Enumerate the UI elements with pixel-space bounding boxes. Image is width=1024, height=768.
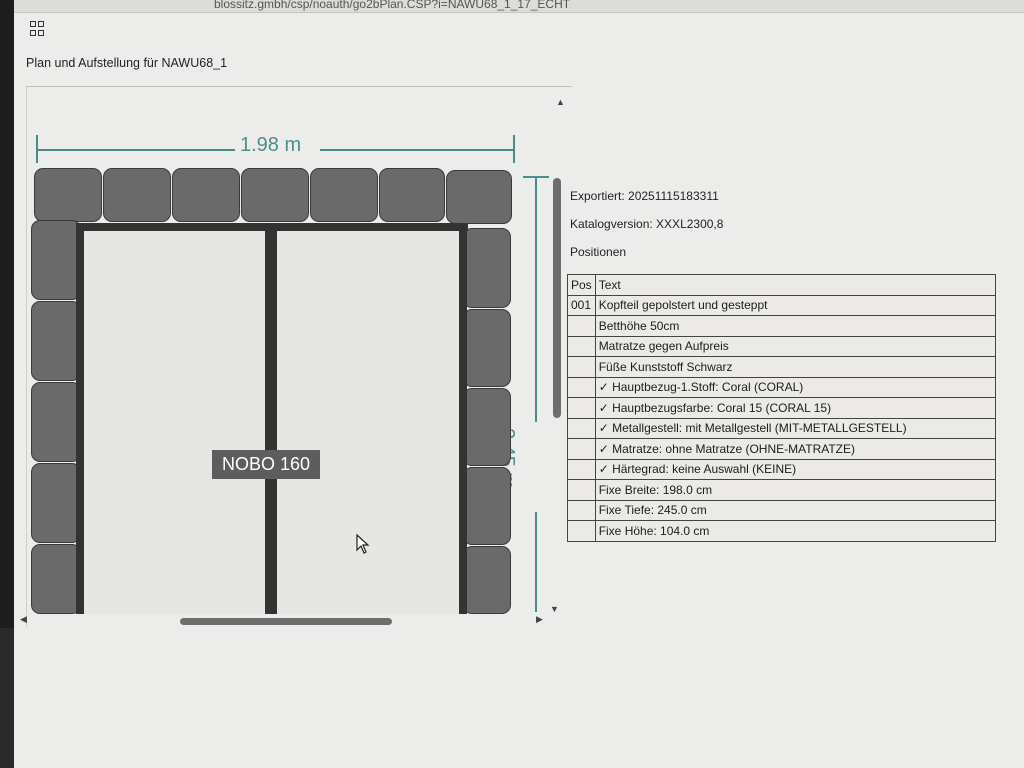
row-text: ✓ Metallgestell: mit Metallgestell (MIT-… — [594, 417, 996, 439]
mouse-cursor-icon — [356, 534, 370, 554]
width-dimension-tick-left — [36, 135, 38, 163]
headboard-cushion — [446, 170, 512, 224]
scroll-down-arrow-icon[interactable]: ▼ — [550, 604, 559, 614]
apps-grid-icon[interactable] — [30, 21, 46, 37]
row-pos — [567, 397, 596, 419]
scroll-left-arrow-icon[interactable]: ◀ — [20, 614, 27, 624]
column-header-text: Text — [594, 274, 996, 296]
row-text: Füße Kunststoff Schwarz — [594, 356, 996, 378]
row-text: ✓ Hauptbezugsfarbe: Coral 15 (CORAL 15) — [594, 397, 996, 419]
row-pos — [567, 315, 596, 337]
side-cushion-left — [31, 544, 81, 614]
side-cushion-right — [463, 546, 511, 614]
table-row: Matratze gegen Aufpreis — [567, 335, 996, 357]
positions-table: Pos Text 001 Kopfteil gepolstert und ges… — [567, 274, 996, 542]
side-cushion-left — [31, 463, 81, 543]
screen-bezel-corner — [0, 628, 14, 768]
row-pos — [567, 458, 596, 480]
catalog-version: Katalogversion: XXXL2300,8 — [570, 217, 724, 231]
table-row: ✓ Härtegrad: keine Auswahl (KEINE) — [567, 458, 996, 480]
width-dimension-line-right — [320, 149, 514, 151]
side-cushion-right — [463, 228, 511, 308]
row-pos — [567, 520, 596, 542]
row-pos — [567, 335, 596, 357]
scroll-right-arrow-icon[interactable]: ▶ — [536, 614, 543, 624]
side-cushion-left — [31, 382, 81, 462]
row-text: Matratze gegen Aufpreis — [594, 335, 996, 357]
bed-frame-right — [459, 228, 467, 614]
table-row: ✓ Matratze: ohne Matratze (OHNE-MATRATZE… — [567, 438, 996, 460]
row-text: Fixe Höhe: 104.0 cm — [594, 520, 996, 542]
headboard-cushion — [241, 168, 309, 222]
headboard-cushion — [172, 168, 240, 222]
table-row: Füße Kunststoff Schwarz — [567, 356, 996, 378]
depth-dimension-line-top — [535, 176, 537, 422]
table-row: ✓ Hauptbezug-1.Stoff: Coral (CORAL) — [567, 376, 996, 398]
width-dimension-label: 1.98 m — [240, 134, 302, 156]
positions-heading: Positionen — [570, 245, 627, 259]
row-text: ✓ Matratze: ohne Matratze (OHNE-MATRATZE… — [594, 438, 996, 460]
row-text: Fixe Tiefe: 245.0 cm — [594, 499, 996, 521]
side-cushion-left — [31, 220, 81, 300]
table-row: ✓ Metallgestell: mit Metallgestell (MIT-… — [567, 417, 996, 439]
row-text: ✓ Hauptbezug-1.Stoff: Coral (CORAL) — [594, 376, 996, 398]
row-pos: 001 — [567, 294, 596, 316]
bed-frame-left — [76, 223, 84, 614]
headboard-cushion — [103, 168, 171, 222]
side-cushion-right — [463, 467, 511, 545]
side-cushion-left — [31, 301, 81, 381]
table-row: 001 Kopfteil gepolstert und gesteppt — [567, 294, 996, 316]
row-text: ✓ Härtegrad: keine Auswahl (KEINE) — [594, 458, 996, 480]
row-pos — [567, 417, 596, 439]
row-pos — [567, 479, 596, 501]
plan-viewport — [26, 86, 572, 627]
table-row: Fixe Höhe: 104.0 cm — [567, 520, 996, 542]
table-row: Fixe Tiefe: 245.0 cm — [567, 499, 996, 521]
table-header-row: Pos Text — [567, 274, 996, 296]
row-text: Kopfteil gepolstert und gesteppt — [594, 294, 996, 316]
horizontal-scrollbar-thumb[interactable] — [180, 618, 392, 625]
vertical-scrollbar-thumb[interactable] — [553, 178, 561, 418]
side-cushion-right — [463, 309, 511, 387]
model-label: NOBO 160 — [212, 450, 321, 479]
side-cushion-right — [463, 388, 511, 466]
bed-frame-center — [265, 228, 277, 614]
row-pos — [567, 376, 596, 398]
scroll-up-arrow-icon[interactable]: ▲ — [556, 97, 565, 107]
headboard-cushion — [379, 168, 445, 222]
table-row: ✓ Hauptbezugsfarbe: Coral 15 (CORAL 15) — [567, 397, 996, 419]
row-text: Fixe Breite: 198.0 cm — [594, 479, 996, 501]
row-pos — [567, 356, 596, 378]
headboard-cushion — [34, 168, 102, 222]
address-url[interactable]: blossitz.gmbh/csp/noauth/go2bPlan.CSP?i=… — [214, 0, 571, 11]
table-row: Fixe Breite: 198.0 cm — [567, 479, 996, 501]
screen-bezel-left — [0, 0, 14, 768]
row-text: Betthöhe 50cm — [594, 315, 996, 337]
export-timestamp: Exportiert: 20251115183311 — [570, 189, 719, 203]
bed-frame-top — [76, 223, 468, 231]
page-title: Plan und Aufstellung für NAWU68_1 — [26, 56, 228, 70]
column-header-pos: Pos — [567, 274, 596, 296]
row-pos — [567, 438, 596, 460]
headboard-cushion — [310, 168, 378, 222]
depth-dimension-line-bottom — [535, 512, 537, 612]
browser-address-bar[interactable]: blossitz.gmbh/csp/noauth/go2bPlan.CSP?i=… — [14, 0, 1024, 13]
width-dimension-line-left — [37, 149, 235, 151]
width-dimension-tick-right — [513, 135, 515, 163]
row-pos — [567, 499, 596, 521]
table-row: Betthöhe 50cm — [567, 315, 996, 337]
